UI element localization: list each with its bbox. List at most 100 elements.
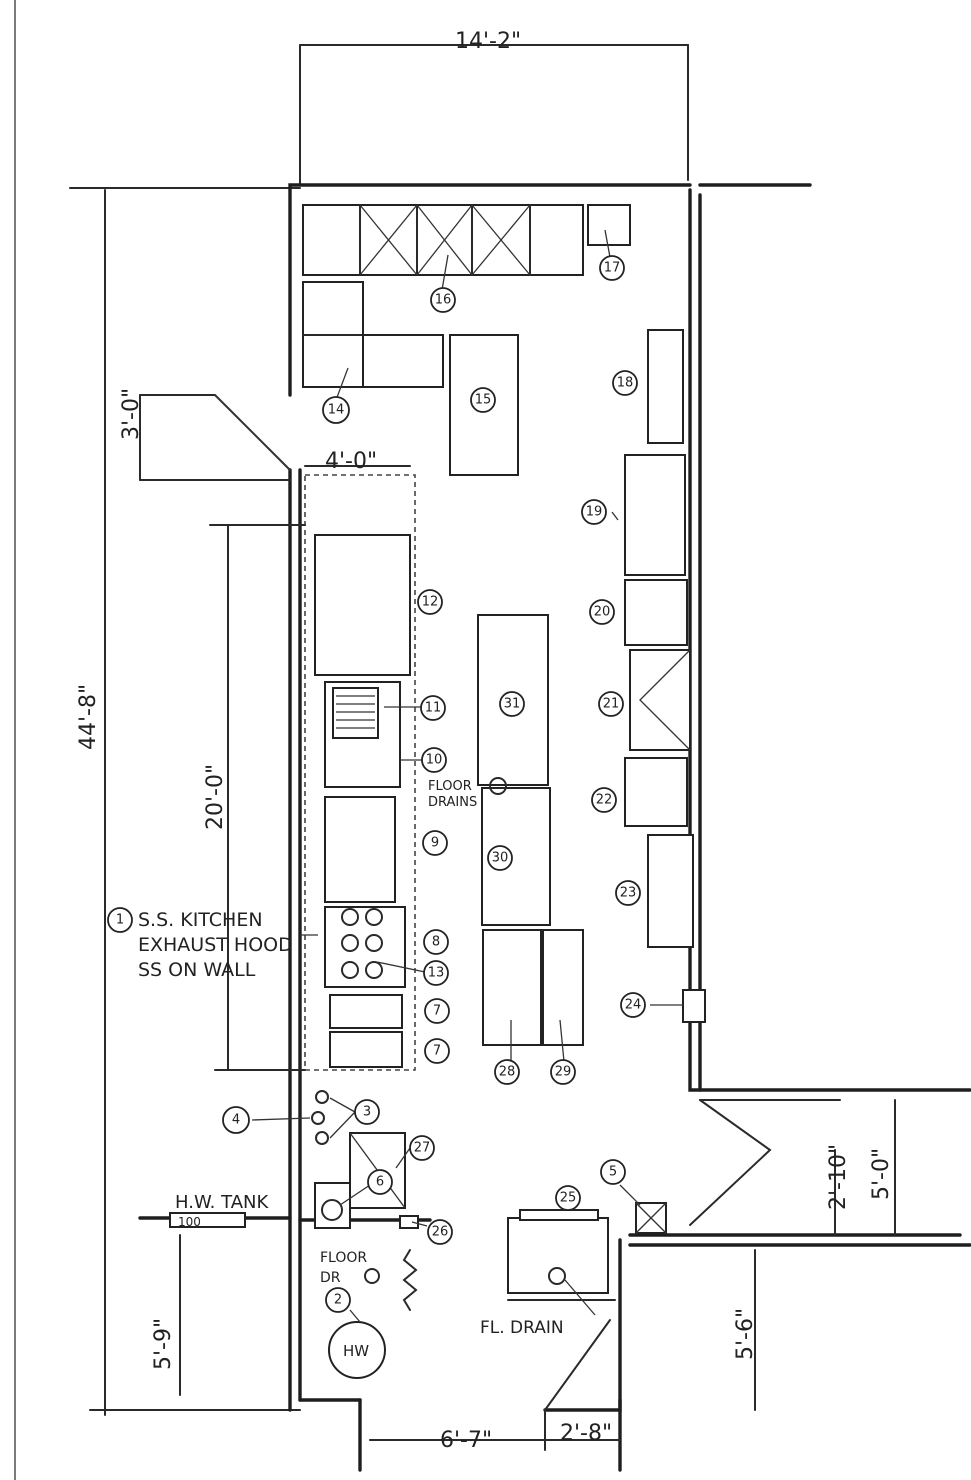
equipment-26 <box>399 1215 419 1229</box>
water-heater <box>328 1321 386 1379</box>
tag-2: 2 <box>325 1287 351 1313</box>
dim-hood-width: 4'-0" <box>304 449 411 474</box>
tag-18: 18 <box>612 370 638 396</box>
water-heater-label: HW <box>343 1342 369 1360</box>
tag-7b: 7 <box>424 1038 450 1064</box>
tag-11: 11 <box>420 695 446 721</box>
svg-text:31: 31 <box>504 697 521 712</box>
dim-lower-left-label: 5'-9" <box>151 1318 176 1370</box>
tag-28: 28 <box>494 1059 520 1085</box>
tag-15: 15 <box>470 387 496 413</box>
svg-text:15: 15 <box>475 393 492 408</box>
dim-hood-width-label: 4'-0" <box>325 449 377 474</box>
dim-hood-length: 20'-0" <box>203 524 306 1071</box>
floor-dr-line-2: DR <box>320 1270 341 1286</box>
equipment-24 <box>682 989 706 1023</box>
equipment-22 <box>624 757 688 827</box>
svg-text:18: 18 <box>617 376 634 391</box>
tag-30: 30 <box>487 845 513 871</box>
svg-text:17: 17 <box>604 261 621 276</box>
tag-8: 8 <box>423 929 449 955</box>
hw-tank-note: H.W. TANK <box>175 1192 269 1213</box>
tag-31: 31 <box>499 691 525 717</box>
lower-left-room: 5'-9" <box>151 1234 181 1396</box>
floor-drain-symbol-2 <box>364 1268 380 1284</box>
tag-22: 22 <box>591 787 617 813</box>
hw-tank-label-box <box>169 1212 246 1228</box>
tag-20: 20 <box>589 599 615 625</box>
dim-top-width-label: 14'-2" <box>455 29 521 54</box>
equipment-7b <box>329 1031 403 1068</box>
door-swing-left <box>139 394 291 481</box>
svg-text:24: 24 <box>625 998 642 1013</box>
door-swing-right <box>689 1099 841 1226</box>
fl-drain-note: FL. DRAIN <box>480 1318 564 1338</box>
svg-text:20: 20 <box>594 605 611 620</box>
tag-1: 1 <box>107 907 133 933</box>
spring-symbol <box>402 1249 418 1311</box>
svg-text:29: 29 <box>555 1065 572 1080</box>
dim-lower-right-label: 5'-6" <box>733 1308 758 1360</box>
equipment-23 <box>647 834 694 948</box>
tag-17: 17 <box>599 255 625 281</box>
floor-drains-note: FLOOR DRAINS <box>428 779 477 810</box>
tag-16: 16 <box>430 287 456 313</box>
hood-note-line-2: EXHAUST HOOD <box>138 934 293 956</box>
dim-bottom: 6'-7" 2'-8" <box>369 1319 621 1453</box>
equipment-18 <box>647 329 684 444</box>
equipment-8-range <box>324 906 406 988</box>
tag-26: 26 <box>427 1219 453 1245</box>
equipment-25 <box>507 1209 616 1301</box>
tag-24: 24 <box>620 992 646 1018</box>
dim-overall-length: 44'-8" <box>69 187 301 1416</box>
equipment-28 <box>482 929 542 1046</box>
equipment-12 <box>314 534 411 676</box>
equipment-7a <box>329 994 403 1029</box>
tag-23: 23 <box>615 880 641 906</box>
svg-text:22: 22 <box>596 793 613 808</box>
hw-tank-size: 100 <box>178 1215 201 1229</box>
dim-bottom-a-label: 6'-7" <box>440 1428 492 1453</box>
floor-drains-line-2: DRAINS <box>428 795 477 810</box>
tag-27: 27 <box>409 1135 435 1161</box>
tag-4: 4 <box>222 1106 250 1134</box>
tag-10: 10 <box>421 747 447 773</box>
svg-text:12: 12 <box>422 595 439 610</box>
svg-text:27: 27 <box>414 1141 431 1156</box>
tag-19: 19 <box>581 499 607 525</box>
dim-hood-length-label: 20'-0" <box>203 764 228 830</box>
hood-note-line-1: S.S. KITCHEN <box>138 909 263 931</box>
floor-dr-note: FLOOR DR <box>320 1250 367 1286</box>
equipment-19 <box>624 454 686 576</box>
equipment-21 <box>629 649 691 751</box>
equipment-14 <box>302 281 444 388</box>
svg-text:30: 30 <box>492 851 509 866</box>
svg-text:9: 9 <box>431 836 439 851</box>
svg-text:25: 25 <box>560 1191 577 1206</box>
dim-right-offset-a: 2'-10" <box>826 1144 851 1210</box>
hood-outline <box>304 474 416 1071</box>
svg-text:19: 19 <box>586 505 603 520</box>
dim-right-offset-b: 5'-0" <box>869 1148 894 1200</box>
svg-text:16: 16 <box>435 293 452 308</box>
tag-14: 14 <box>322 396 350 424</box>
svg-text:2: 2 <box>334 1293 342 1308</box>
tag-5: 5 <box>600 1159 626 1185</box>
sink-row-16 <box>302 204 631 276</box>
tag-25: 25 <box>555 1185 581 1211</box>
dim-overall-length-label: 44'-8" <box>76 684 101 750</box>
equipment-29 <box>542 929 584 1046</box>
tag-13: 13 <box>423 960 449 986</box>
tag-21: 21 <box>598 691 624 717</box>
dim-right-offsets: 2'-10" 5'-0" <box>826 1099 896 1236</box>
svg-text:26: 26 <box>432 1225 449 1240</box>
tag-7a: 7 <box>424 998 450 1024</box>
floor-dr-line-1: FLOOR <box>320 1250 367 1266</box>
dim-bottom-b-label: 2'-8" <box>560 1421 612 1446</box>
svg-text:10: 10 <box>426 753 443 768</box>
tag-6: 6 <box>367 1169 393 1195</box>
svg-text:7: 7 <box>433 1044 441 1059</box>
hood-note: 1 S.S. KITCHEN EXHAUST HOOD SS ON WALL <box>107 907 293 981</box>
svg-text:5: 5 <box>609 1165 617 1180</box>
